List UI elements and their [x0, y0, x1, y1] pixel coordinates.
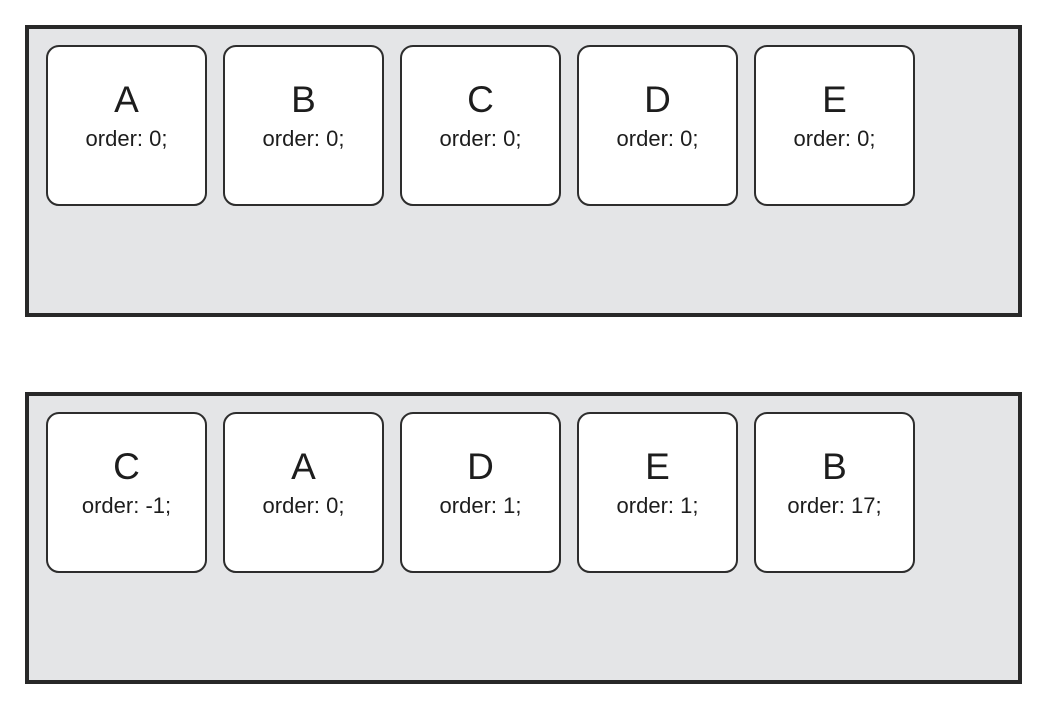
flex-item-letter: E: [645, 445, 670, 487]
flex-item-letter: A: [291, 445, 316, 487]
flex-container-source-order: A order: 0; B order: 0; C order: 0; D or…: [25, 25, 1022, 317]
flex-item: D order: 0;: [577, 45, 738, 206]
flex-item-order-declaration: order: 0;: [439, 125, 522, 151]
flex-item-letter: B: [822, 445, 847, 487]
flex-item-letter: C: [467, 78, 494, 120]
flex-item: E order: 1;: [577, 412, 738, 573]
flex-item-letter: B: [291, 78, 316, 120]
flex-item-order-declaration: order: 0;: [793, 125, 876, 151]
flex-item-order-declaration: order: 0;: [616, 125, 699, 151]
flex-item-order-declaration: order: 1;: [616, 492, 699, 518]
flex-item: C order: 0;: [400, 45, 561, 206]
flex-item-order-declaration: order: 0;: [262, 492, 345, 518]
flex-item-letter: E: [822, 78, 847, 120]
flex-item-letter: A: [114, 78, 139, 120]
flex-item: C order: -1;: [46, 412, 207, 573]
flex-item: E order: 0;: [754, 45, 915, 206]
flex-item: A order: 0;: [46, 45, 207, 206]
flex-item-letter: D: [467, 445, 494, 487]
flex-item: A order: 0;: [223, 412, 384, 573]
flex-item-letter: C: [113, 445, 140, 487]
flex-item-letter: D: [644, 78, 671, 120]
flex-item-order-declaration: order: 17;: [787, 492, 882, 518]
flex-item: B order: 17;: [754, 412, 915, 573]
flex-item-order-declaration: order: 0;: [85, 125, 168, 151]
flex-item: D order: 1;: [400, 412, 561, 573]
flex-item-order-declaration: order: 0;: [262, 125, 345, 151]
flex-container-reordered: C order: -1; A order: 0; D order: 1; E o…: [25, 392, 1022, 684]
flex-item: B order: 0;: [223, 45, 384, 206]
flex-item-order-declaration: order: 1;: [439, 492, 522, 518]
flex-item-order-declaration: order: -1;: [81, 492, 172, 518]
